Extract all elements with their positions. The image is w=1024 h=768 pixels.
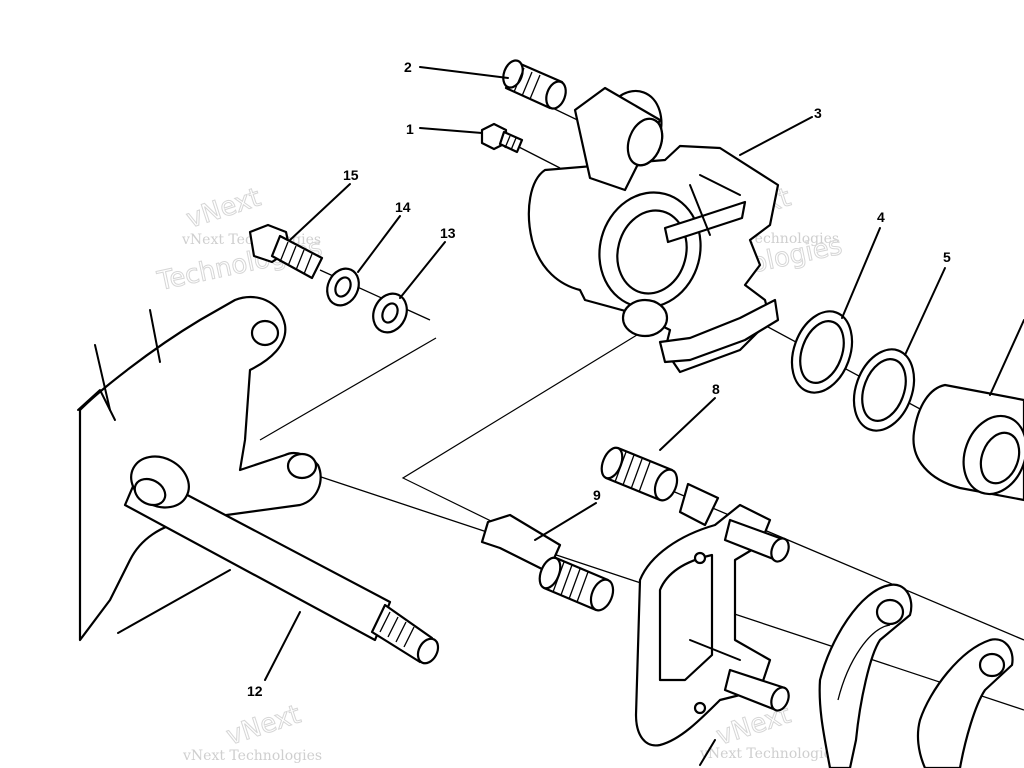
bolt	[248, 223, 324, 280]
anchor-bracket	[634, 482, 790, 766]
callout-5: 5	[943, 249, 951, 265]
piston	[912, 383, 1024, 502]
callout-14: 14	[395, 199, 411, 215]
callout-3: 3	[814, 105, 822, 121]
shaft-thread-lines	[379, 611, 415, 648]
brake-pad-outer	[916, 638, 1014, 768]
callout-15: 15	[343, 167, 359, 183]
shaft-pin	[117, 455, 440, 665]
bleeder-screw	[480, 122, 524, 154]
svg-text:vNext Technologies: vNext Technologies	[699, 746, 839, 762]
callout-9: 9	[593, 487, 601, 503]
svg-text:vNext: vNext	[223, 700, 305, 752]
seal	[790, 310, 854, 394]
spring-upper	[600, 446, 679, 502]
watermark-bottom-right: vNext vNext Technologies	[699, 699, 839, 762]
callout-13: 13	[440, 225, 456, 241]
caliper-body	[527, 86, 780, 374]
watermark-bottom-left: vNext vNext Technologies	[182, 699, 322, 764]
plug	[502, 59, 567, 110]
callout-leaders	[264, 66, 1024, 681]
callout-2: 2	[404, 59, 412, 75]
lock-washer	[326, 267, 360, 307]
seal-ring	[852, 348, 916, 432]
brake-pad-inner	[818, 583, 913, 768]
callout-1: 1	[406, 121, 414, 137]
callout-4: 4	[877, 209, 885, 225]
guide-pin	[480, 513, 615, 612]
callout-8: 8	[712, 381, 720, 397]
svg-text:vNext: vNext	[183, 183, 265, 235]
watermark-top-left: vNext vNext Technologies Technologies	[154, 182, 326, 297]
svg-text:vNext Technologies: vNext Technologies	[182, 748, 322, 764]
flat-washer	[372, 292, 408, 334]
callout-12: 12	[247, 683, 263, 699]
